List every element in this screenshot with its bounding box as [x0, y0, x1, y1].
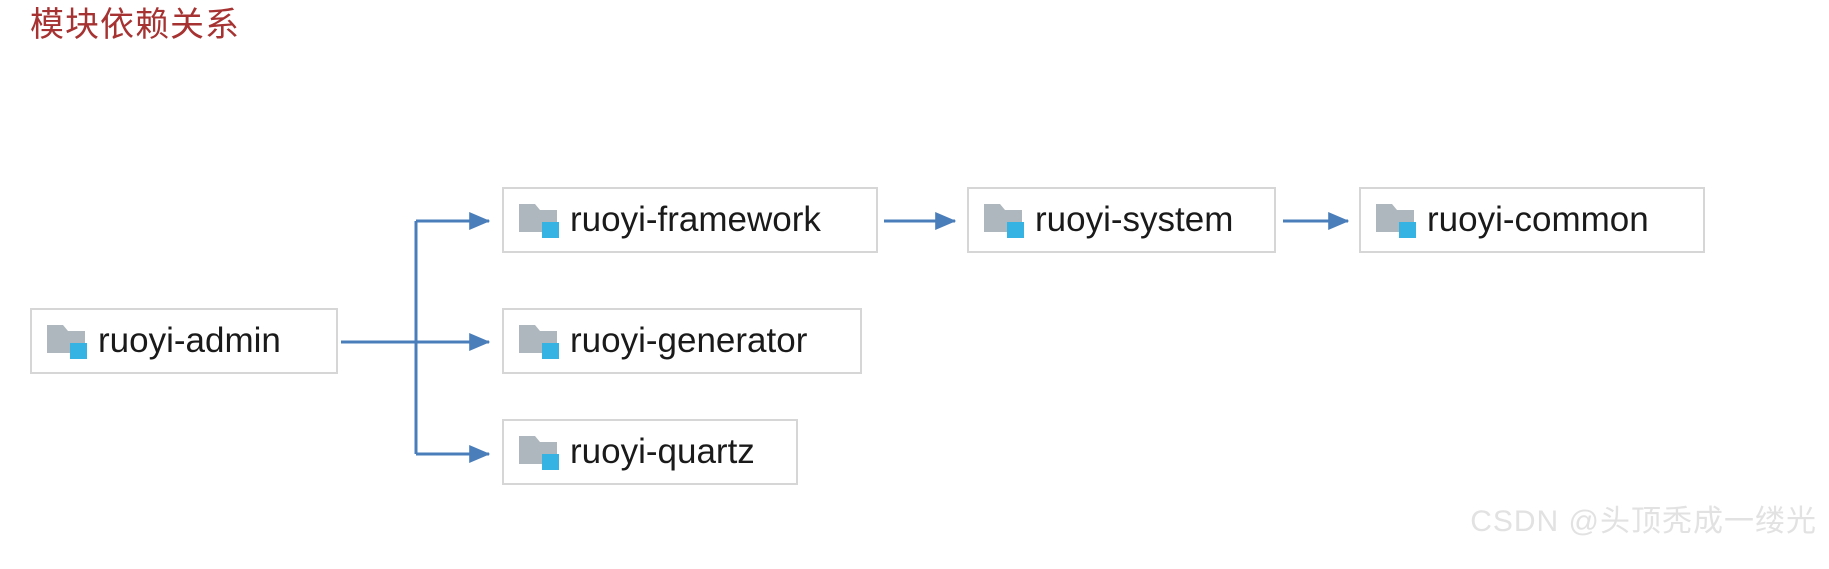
node-ruoyi-generator[interactable]: ruoyi-generator [502, 308, 862, 374]
node-label: ruoyi-admin [98, 321, 281, 360]
folder-module-icon [517, 200, 563, 240]
page-title: 模块依赖关系 [30, 7, 240, 44]
node-label: ruoyi-quartz [570, 432, 755, 471]
node-label: ruoyi-framework [570, 200, 821, 239]
folder-module-icon [1374, 200, 1420, 240]
node-ruoyi-system[interactable]: ruoyi-system [967, 187, 1276, 253]
folder-module-icon [517, 321, 563, 361]
node-label: ruoyi-common [1427, 200, 1649, 239]
node-ruoyi-framework[interactable]: ruoyi-framework [502, 187, 878, 253]
node-ruoyi-quartz[interactable]: ruoyi-quartz [502, 419, 798, 485]
node-ruoyi-admin[interactable]: ruoyi-admin [30, 308, 338, 374]
watermark-text: CSDN @头顶秃成一缕光 [1470, 505, 1817, 538]
node-label: ruoyi-system [1035, 200, 1234, 239]
folder-module-icon [982, 200, 1028, 240]
node-label: ruoyi-generator [570, 321, 808, 360]
folder-module-icon [517, 432, 563, 472]
folder-module-icon [45, 321, 91, 361]
node-ruoyi-common[interactable]: ruoyi-common [1359, 187, 1705, 253]
